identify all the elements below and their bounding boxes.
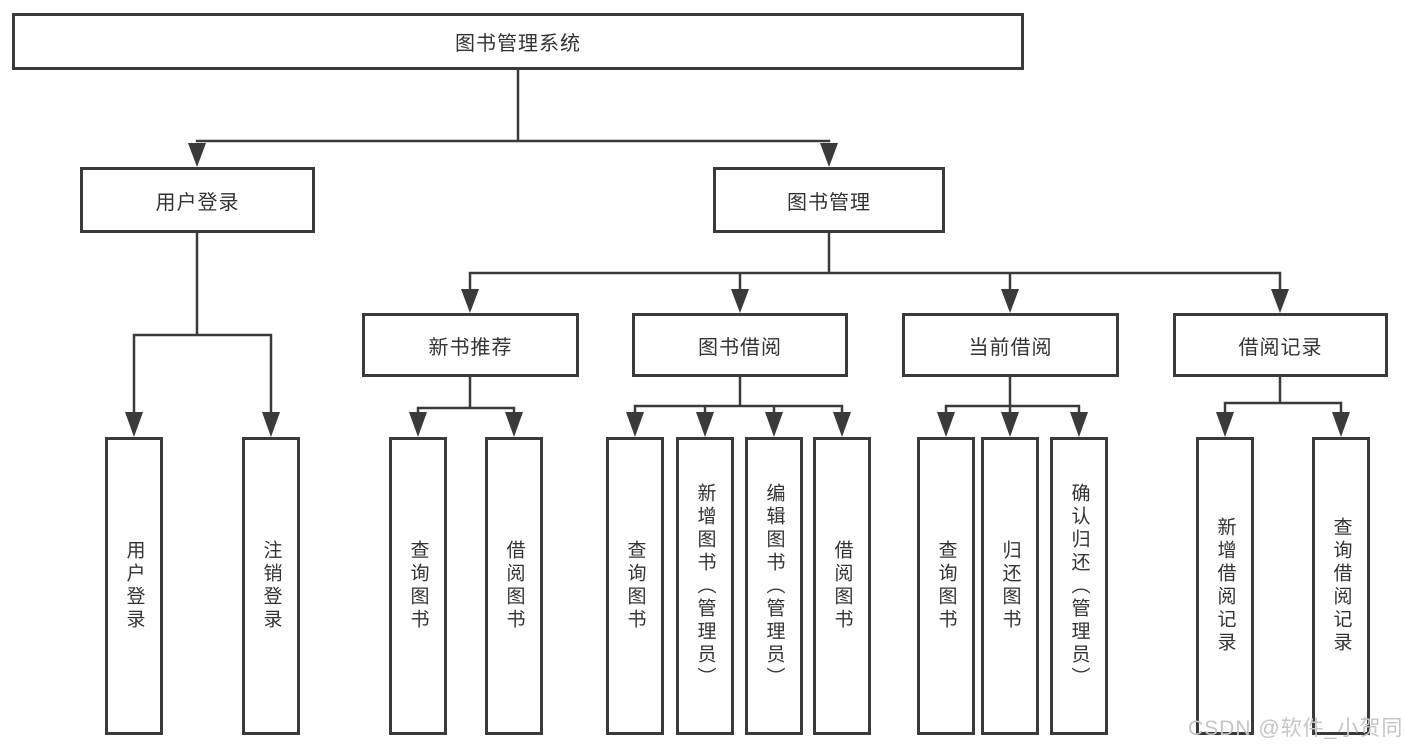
- leaf-label: 注销登录: [260, 540, 282, 632]
- leaf-label: 编辑图书（管理员）: [763, 482, 785, 690]
- leaf-label: 借阅图书: [503, 540, 525, 632]
- leaf-query-books-newbook: 查询图书: [389, 437, 447, 735]
- leaf-add-books-admin: 新增图书（管理员）: [676, 437, 734, 735]
- node-borrow-records: 借阅记录: [1173, 313, 1388, 377]
- leaf-label: 查询图书: [407, 540, 429, 632]
- arrowheads: [125, 143, 1350, 437]
- leaf-return-books: 归还图书: [981, 437, 1039, 735]
- node-label: 图书管理系统: [455, 33, 581, 55]
- leaf-borrow-books: 借阅图书: [813, 437, 871, 735]
- leaf-logout: 注销登录: [242, 437, 300, 735]
- csdn-watermark: CSDN @软件_小贺同学: [1188, 717, 1405, 740]
- leaf-label: 查询图书: [935, 540, 957, 632]
- node-current-borrow: 当前借阅: [902, 313, 1119, 377]
- node-new-book-recommend: 新书推荐: [362, 313, 579, 377]
- leaf-label: 确认归还（管理员）: [1068, 482, 1090, 690]
- leaf-label: 用户登录: [123, 540, 145, 632]
- node-user-login: 用户登录: [80, 167, 315, 233]
- leaf-label: 新增借阅记录: [1214, 517, 1236, 655]
- node-label: 图书借阅: [698, 336, 782, 359]
- node-label: 新书推荐: [428, 336, 513, 359]
- leaf-label: 新增图书（管理员）: [694, 482, 716, 690]
- leaf-query-borrow-record: 查询借阅记录: [1312, 437, 1370, 735]
- leaf-borrow-books-newbook: 借阅图书: [485, 437, 543, 735]
- leaf-user-login: 用户登录: [105, 437, 163, 735]
- node-label: 借阅记录: [1238, 336, 1323, 359]
- leaf-confirm-return-admin: 确认归还（管理员）: [1050, 437, 1108, 735]
- node-library-management-system: 图书管理系统: [12, 13, 1024, 70]
- leaf-add-borrow-record: 新增借阅记录: [1196, 437, 1254, 735]
- node-label: 用户登录: [155, 191, 240, 214]
- leaf-label: 查询图书: [624, 540, 646, 632]
- node-book-management: 图书管理: [713, 167, 945, 233]
- leaf-edit-books-admin: 编辑图书（管理员）: [745, 437, 803, 735]
- node-label: 图书管理: [787, 191, 871, 214]
- leaf-label: 查询借阅记录: [1330, 517, 1352, 655]
- node-label: 当前借阅: [968, 336, 1053, 359]
- leaf-label: 归还图书: [999, 540, 1021, 632]
- leaf-query-books-borrow: 查询图书: [606, 437, 664, 735]
- node-book-borrow: 图书借阅: [632, 313, 848, 377]
- leaf-query-books-current: 查询图书: [917, 437, 975, 735]
- leaf-label: 借阅图书: [831, 540, 853, 632]
